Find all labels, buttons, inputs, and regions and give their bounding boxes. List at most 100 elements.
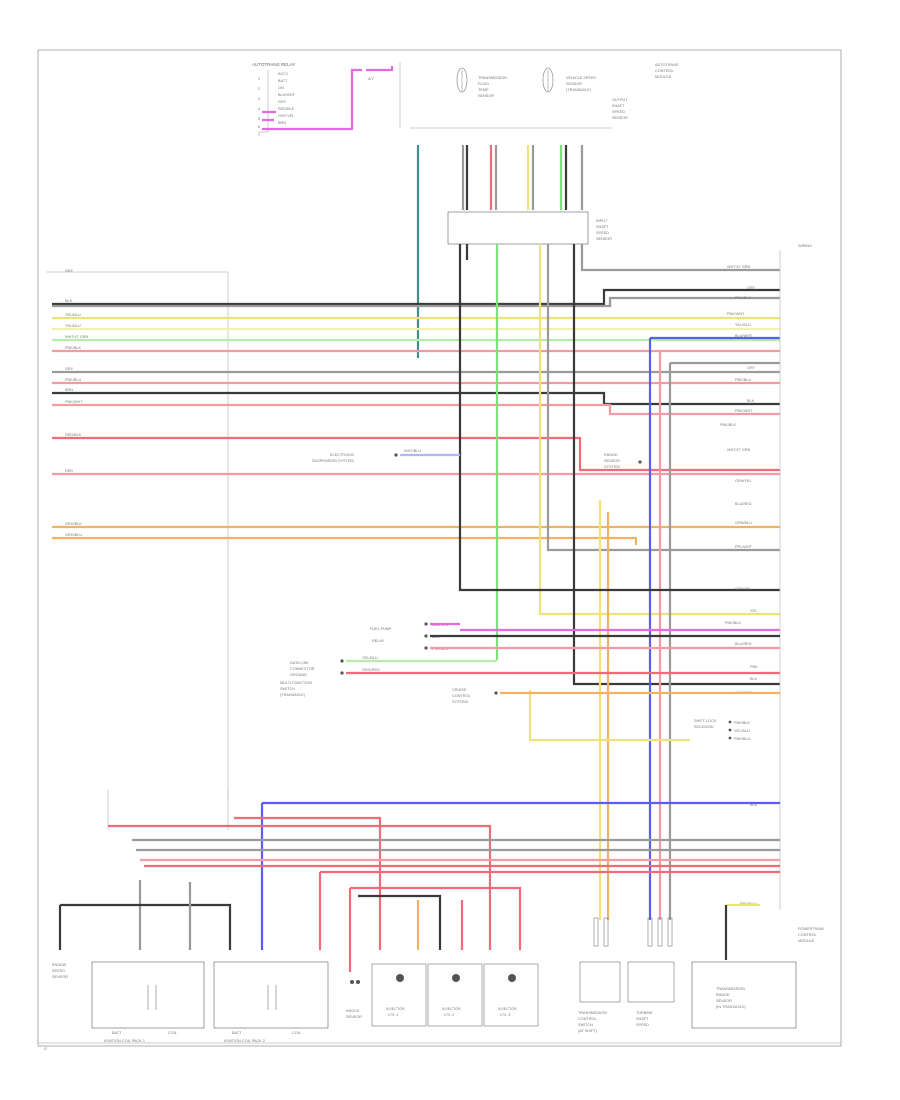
svg-text:FLUID: FLUID (478, 82, 489, 86)
engine-speed-sensor: ENGINE SPEED SENSOR (52, 963, 68, 979)
bottom-section-wires (58, 790, 780, 972)
svg-text:GRY: GRY (278, 100, 287, 104)
svg-text:GRN/YEL: GRN/YEL (735, 479, 752, 483)
svg-text:WHT/LT GRN: WHT/LT GRN (65, 335, 89, 339)
svg-text:SYSTEM: SYSTEM (604, 465, 620, 469)
input-shaft-speed-sensor: INPUT SHAFT SPEED SENSOR (447, 211, 612, 245)
svg-text:SWITCH: SWITCH (578, 1023, 593, 1027)
svg-text:PNK/BLU: PNK/BLU (734, 737, 751, 741)
svg-text:AUTOTRANS RELAY: AUTOTRANS RELAY (252, 62, 295, 67)
svg-text:SWITCH: SWITCH (280, 687, 295, 691)
svg-text:GRY/YEL: GRY/YEL (735, 587, 751, 591)
svg-text:4: 4 (258, 107, 260, 111)
svg-text:MODULE: MODULE (655, 75, 672, 79)
horizontal-bus (46, 271, 780, 800)
svg-text:BLK: BLK (750, 677, 758, 681)
svg-text:PNK/BLK: PNK/BLK (65, 346, 82, 350)
svg-text:INJECTOR: INJECTOR (498, 1007, 517, 1011)
svg-text:SENSOR: SENSOR (566, 82, 582, 86)
svg-text:SHAFT: SHAFT (596, 225, 609, 229)
svg-text:(TRANSAXLE): (TRANSAXLE) (280, 693, 306, 697)
electronic-suspension-callout: ELECTRONIC SUSPENSION SYSTEM WHT/BLU (312, 449, 460, 463)
svg-text:GRY: GRY (747, 286, 756, 290)
svg-text:CONTROL: CONTROL (655, 69, 674, 73)
svg-text:RED/BLK: RED/BLK (278, 107, 295, 111)
svg-text:VEHICLE SPEED: VEHICLE SPEED (566, 76, 596, 80)
svg-text:YEL/BLU: YEL/BLU (65, 324, 81, 328)
svg-text:WHT/LT GRN: WHT/LT GRN (727, 448, 751, 452)
svg-text:BLU/RED: BLU/RED (735, 502, 752, 506)
svg-text:BLK: BLK (750, 803, 758, 807)
shift-lock-callout: SHIFT LOCK SOLENOID PNK/BLK YEL/BLU PNK/… (694, 719, 751, 741)
svg-text:SYSTEM: SYSTEM (452, 700, 468, 704)
svg-text:PNK/BLU: PNK/BLU (735, 296, 752, 300)
ignition-coil-pack-1: BATT COIL IGNITION COIL PACK 1 (91, 961, 205, 1043)
diagram-frame (37, 49, 842, 1047)
svg-text:BLK: BLK (747, 399, 755, 403)
svg-text:5: 5 (258, 117, 260, 121)
svg-text:RANGE: RANGE (716, 993, 730, 997)
svg-text:ORG/RED: ORG/RED (362, 668, 380, 672)
svg-text:POWERTRAIN: POWERTRAIN (798, 927, 824, 931)
svg-text:GRY: GRY (65, 269, 74, 273)
svg-text:SENSOR: SENSOR (716, 999, 732, 1003)
svg-text:PPL/WHT: PPL/WHT (735, 545, 753, 549)
svg-text:TRANSMISSION: TRANSMISSION (578, 1011, 607, 1015)
autotrans-control-module-label: AUTOTRANS CONTROL MODULE (655, 63, 679, 79)
svg-text:PNK/BLU: PNK/BLU (65, 378, 82, 382)
turbine-shaft-speed-sensor: TURBINE SHAFT SPEED (627, 961, 675, 1027)
svg-text:SENSOR: SENSOR (604, 459, 620, 463)
svg-text:BATT: BATT (232, 1031, 242, 1035)
svg-text:ENGINE: ENGINE (52, 963, 67, 967)
svg-text:COIL: COIL (168, 1031, 177, 1035)
svg-text:CONTROL: CONTROL (452, 694, 471, 698)
svg-text:CYL 3: CYL 3 (500, 1013, 510, 1017)
svg-text:6: 6 (258, 125, 260, 129)
svg-text:SENSOR: SENSOR (596, 237, 612, 241)
svg-text:WIRING: WIRING (798, 244, 812, 248)
svg-text:2: 2 (258, 87, 260, 91)
svg-text:(IN TRANSAXLE): (IN TRANSAXLE) (716, 1005, 747, 1009)
data-link-connector-callout: YEL/BLU ORG/RED DATA LINK CONNECTOR GROU… (280, 656, 780, 697)
svg-text:OUTPUT: OUTPUT (612, 98, 628, 102)
svg-text:DATA LINK: DATA LINK (290, 661, 309, 665)
junction-connectors: BLU/RED BLK PNK/BLK FUEL PUMP RELAY (370, 622, 780, 651)
svg-text:A/T: A/T (368, 77, 375, 81)
svg-text:INJECTOR: INJECTOR (386, 1007, 405, 1011)
svg-text:ACCY: ACCY (278, 72, 289, 76)
svg-text:G: G (44, 1047, 47, 1051)
svg-text:MULTI-FUNCTION: MULTI-FUNCTION (280, 681, 312, 685)
svg-text:TEMP: TEMP (478, 88, 489, 92)
svg-text:TURBINE: TURBINE (636, 1011, 653, 1015)
svg-text:AUTOTRANS: AUTOTRANS (655, 63, 679, 67)
svg-text:PNK/WHT: PNK/WHT (735, 409, 753, 413)
svg-text:WHT/BLU: WHT/BLU (404, 449, 421, 453)
svg-text:PNK/WHT: PNK/WHT (65, 400, 83, 404)
svg-text:GRN/BLU: GRN/BLU (735, 521, 752, 525)
svg-text:PNK/WHT: PNK/WHT (727, 312, 745, 316)
svg-text:IGNITION COIL PACK 1: IGNITION COIL PACK 1 (104, 1039, 145, 1043)
svg-text:RANGE: RANGE (604, 453, 618, 457)
svg-text:SPEED: SPEED (52, 969, 65, 973)
svg-text:SPEED: SPEED (596, 231, 609, 235)
svg-text:(AT SHIFT): (AT SHIFT) (578, 1029, 598, 1033)
svg-text:SHAFT: SHAFT (612, 104, 625, 108)
svg-text:YEL/BLU: YEL/BLU (735, 323, 751, 327)
svg-text:RELAY: RELAY (372, 639, 385, 643)
svg-text:PNK/BLK: PNK/BLK (720, 423, 737, 427)
svg-text:BRN: BRN (65, 388, 73, 392)
svg-text:CRUISE: CRUISE (452, 688, 467, 692)
transmission-fluid-temp-sensor: TRANSMISSION FLUID TEMP SENSOR (456, 67, 507, 98)
svg-text:ORG/BLK: ORG/BLK (65, 522, 82, 526)
svg-text:GRY: GRY (747, 366, 756, 370)
svg-text:YEL/BLU: YEL/BLU (734, 729, 750, 733)
svg-text:ORG/BLU: ORG/BLU (65, 533, 82, 537)
svg-text:CYL 1: CYL 1 (388, 1013, 398, 1017)
cruise-control-callout: CRUISE CONTROL SYSTEM (452, 688, 780, 704)
svg-text:(TRANSAXLE): (TRANSAXLE) (566, 88, 592, 92)
svg-text:SPEED: SPEED (636, 1023, 649, 1027)
svg-text:SENSOR: SENSOR (478, 94, 494, 98)
svg-text:INJECTOR: INJECTOR (442, 1007, 461, 1011)
knock-sensor: KNOCK SENSOR (346, 980, 362, 1019)
